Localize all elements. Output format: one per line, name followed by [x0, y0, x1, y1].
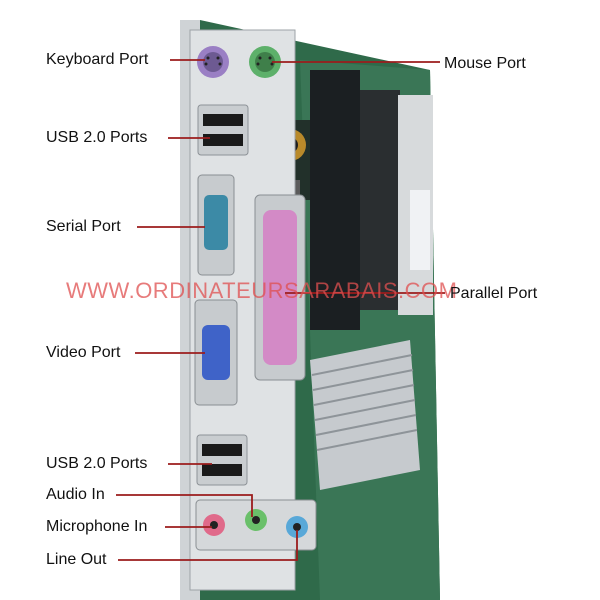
leader-lines [116, 59, 445, 561]
label-usb-ports-bottom: USB 2.0 Ports [46, 455, 148, 472]
microphone-jack [203, 514, 225, 536]
label-mouse-port: Mouse Port [444, 55, 526, 72]
label-video-port: Video Port [46, 344, 121, 361]
label-line-out: Line Out [46, 551, 107, 568]
mouse-ps2-port [249, 46, 281, 78]
label-microphone-in: Microphone In [46, 518, 148, 535]
parallel-port [254, 194, 306, 381]
label-parallel-port: Parallel Port [450, 285, 538, 302]
watermark-text: WWW.ORDINATEURSARABAIS.COM [66, 278, 458, 303]
leader-audio-in [116, 494, 253, 517]
label-serial-port: Serial Port [46, 218, 121, 235]
vga-video-port [194, 299, 238, 406]
label-audio-in: Audio In [46, 486, 105, 503]
line-out-jack [286, 516, 308, 538]
label-keyboard-port: Keyboard Port [46, 51, 149, 68]
heatsink [310, 340, 420, 490]
usb-ports-top [197, 104, 249, 156]
usb-ports-bottom [196, 434, 248, 486]
keyboard-ps2-port [197, 46, 229, 78]
leader-line-out [118, 530, 298, 561]
serial-port [197, 174, 235, 276]
label-usb-ports-top: USB 2.0 Ports [46, 129, 148, 146]
audio-in-jack [245, 509, 267, 531]
